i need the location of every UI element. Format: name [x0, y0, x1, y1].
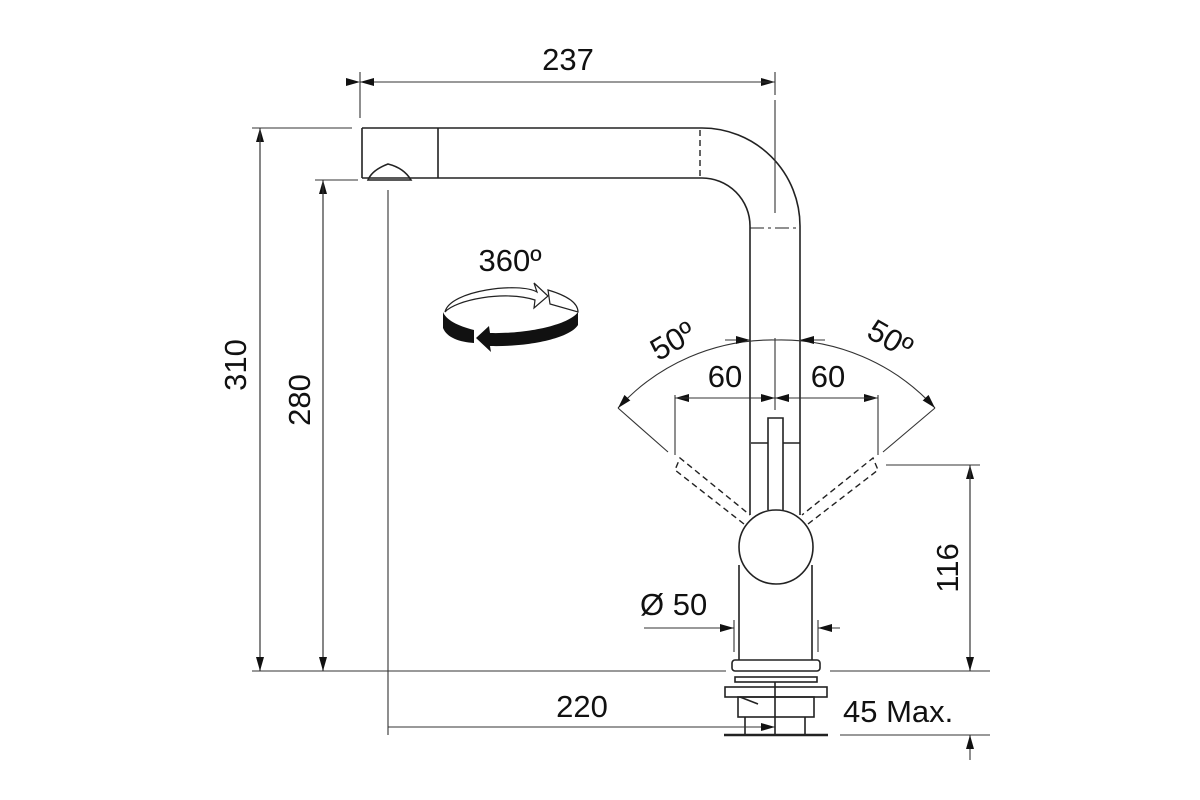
label-lever-offset-left: 60: [708, 359, 742, 394]
dim-max-mounting-thickness: 45 Max.: [843, 694, 953, 729]
label-lever-angle-right: 50º: [862, 312, 919, 365]
faucet-outline: [361, 100, 879, 737]
dim-overall-height: 310: [218, 339, 253, 391]
dim-base-diameter: Ø 50: [640, 587, 707, 622]
dimension-lines: [256, 78, 974, 760]
label-lever-offset-right: 60: [811, 359, 845, 394]
dim-spout-reach: 220: [556, 689, 608, 724]
dim-overall-reach: 237: [542, 42, 594, 77]
label-lever-angle-left: 50º: [644, 314, 701, 367]
label-swivel-angle: 360º: [478, 243, 541, 278]
dim-spout-height: 280: [282, 374, 317, 426]
dim-lever-height: 116: [930, 543, 965, 592]
rotation-360-icon: [443, 282, 579, 352]
extension-lines: [252, 72, 990, 736]
